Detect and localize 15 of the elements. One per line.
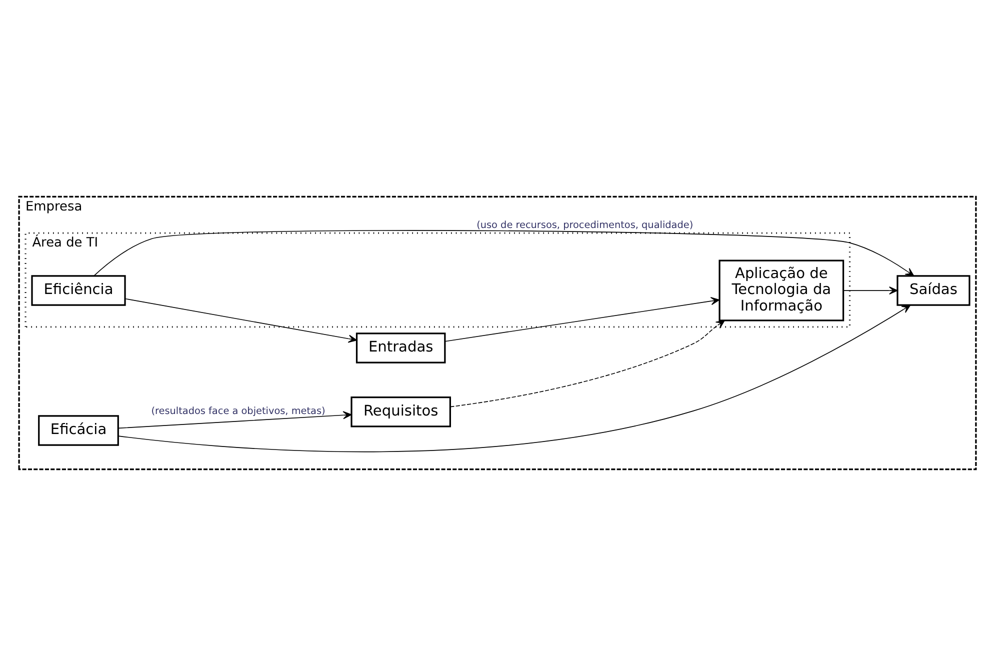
edge-label: (uso de recursos, procedimentos, qualidade) bbox=[476, 220, 694, 231]
arrow bbox=[444, 297, 720, 342]
edge-label: (resultados face a objetivos, metas) bbox=[151, 406, 326, 417]
node-box: Eficácia bbox=[38, 415, 119, 446]
arrow bbox=[124, 298, 358, 343]
arrow bbox=[118, 411, 352, 429]
node-box: Saídas bbox=[896, 275, 970, 306]
arrow bbox=[843, 286, 898, 295]
arrow bbox=[450, 320, 725, 408]
node-box: Eficiência bbox=[31, 275, 126, 306]
arrow bbox=[118, 304, 911, 452]
node-box: Aplicação de Tecnologia da Informação bbox=[718, 260, 844, 322]
arrow bbox=[93, 230, 914, 276]
node-box: Entradas bbox=[356, 332, 446, 364]
node-box: Requisitos bbox=[350, 396, 451, 428]
